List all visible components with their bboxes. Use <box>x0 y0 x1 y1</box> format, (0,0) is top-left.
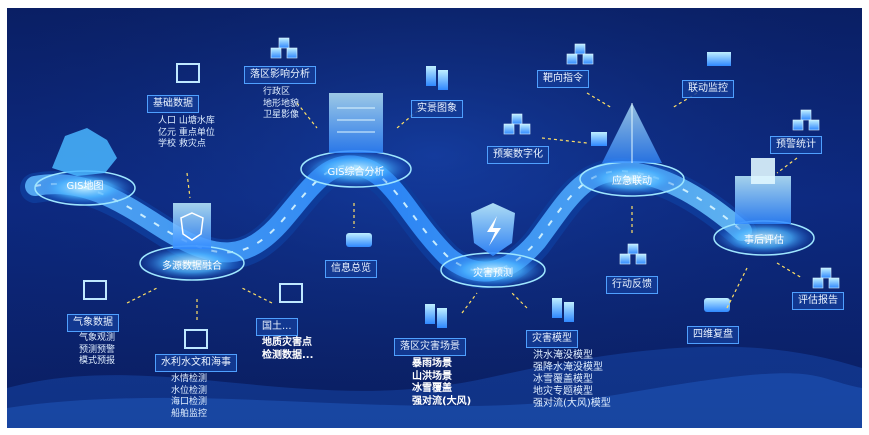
model-title: 灾害模型 <box>526 330 578 348</box>
platform-label-prediction: 灾害预测 <box>473 268 513 279</box>
monitor-icons <box>83 63 303 349</box>
list-item: 强对流(大风)模型 <box>533 398 611 409</box>
linkage-monitor-label: 联动监控 <box>682 80 734 98</box>
list-item: 学校 救灾点 <box>158 139 206 149</box>
target-command-label: 靶向指令 <box>537 70 589 88</box>
replay-4d-label: 四维复盘 <box>687 326 739 344</box>
floor-wave-2 <box>7 373 862 428</box>
server-icon <box>426 66 436 86</box>
hydro-list: 水情检测 水位检测 海口检测 船舶监控 <box>171 374 207 420</box>
diagram-canvas: GIS地图 多源数据融合 GIS综合分析 灾害预测 应急联动 事后评估 基础数据… <box>7 8 862 428</box>
scenario-list: 暴雨场景 山洪场景 冰雪覆盖 强对流(大风) <box>412 358 471 408</box>
china-map-icon <box>52 128 117 176</box>
floor-wave <box>7 346 862 428</box>
evaluation-platform <box>713 158 815 256</box>
list-item: 地形地貌 <box>263 98 300 109</box>
cube-cluster-icon <box>270 37 298 59</box>
monitor-icon <box>176 63 200 83</box>
cube-cluster-icon <box>566 43 594 65</box>
prediction-platform <box>440 203 546 288</box>
list-item: 亿元 重点单位 <box>158 127 215 138</box>
scenario-title: 落区灾害场景 <box>394 338 466 356</box>
cube-cluster-icon <box>812 267 840 289</box>
weather-list: 气象观测 预测预警 模式预报 <box>79 333 115 368</box>
info-overview-label: 信息总览 <box>325 260 377 278</box>
platform-label-gis-analysis: GIS综合分析 <box>327 167 385 178</box>
platform-label-gis-map: GIS地图 <box>66 181 104 192</box>
list-item: 强对流(大风) <box>412 395 472 407</box>
list-item: 山洪场景 <box>412 370 452 382</box>
weather-title: 气象数据 <box>67 314 119 332</box>
list-item: 气象观测 <box>79 333 116 343</box>
list-item: 模式预报 <box>79 356 116 366</box>
list-item: 人口 山塘水库 <box>158 116 215 126</box>
background-graphics <box>7 8 862 428</box>
model-list: 洪水淹没模型 强降水淹没模型 冰雪覆盖模型 地灾专题模型 强对流(大风)模型 <box>533 350 611 410</box>
list-item: 卫星影像 <box>263 110 300 120</box>
list-item: 洪水淹没模型 <box>533 350 593 361</box>
target-device-icon <box>591 132 607 146</box>
platform-label-fusion: 多源数据融合 <box>162 261 222 272</box>
gis-map-platform <box>34 128 136 206</box>
cube-cluster-icon <box>619 243 647 265</box>
land-list: 地质灾害点 检测数据... <box>262 336 313 362</box>
list-item: 冰雪覆盖 <box>412 383 452 394</box>
linkage-platform <box>579 103 685 197</box>
list-item: 暴雨场景 <box>412 358 452 369</box>
list-item: 水位检测 <box>171 385 208 396</box>
list-item: 强降水淹没模型 <box>533 362 603 373</box>
scene-image-label: 实景图象 <box>411 100 463 118</box>
list-item: 船舶监控 <box>171 408 208 419</box>
shield-screen-icon <box>173 203 211 249</box>
server-icon <box>425 304 435 324</box>
server-cube-icon <box>329 93 383 153</box>
warning-stats-label: 预警统计 <box>770 136 822 154</box>
monitor-icon <box>184 329 208 349</box>
console-icon <box>707 52 731 66</box>
eval-report-label: 评估报告 <box>792 292 844 310</box>
list-item: 检测数据... <box>262 350 314 361</box>
server-icon <box>552 298 562 318</box>
land-title: 国土... <box>256 318 298 336</box>
disk-icon <box>704 298 730 312</box>
basic-data-list: 人口 山塘水库 亿元 重点单位 学校 救灾点 <box>158 116 215 151</box>
hydro-title: 水利水文和海事 <box>155 354 237 372</box>
basic-data-title: 基础数据 <box>147 95 199 113</box>
platform-label-evaluation: 事后评估 <box>744 235 784 246</box>
device-icons <box>346 52 731 328</box>
monitor-icon <box>83 280 107 300</box>
fusion-platform <box>139 203 245 281</box>
plan-digital-label: 预案数字化 <box>487 146 549 164</box>
list-item: 水情检测 <box>171 374 208 384</box>
list-item: 海口检测 <box>171 397 208 407</box>
disk-icon <box>346 233 372 247</box>
list-item: 冰雪覆盖模型 <box>533 374 593 385</box>
list-item: 地质灾害点 <box>262 337 312 348</box>
list-item: 地灾专题模型 <box>533 386 593 397</box>
platform-label-linkage: 应急联动 <box>612 176 652 187</box>
cube-cluster-icon <box>792 109 820 131</box>
influence-title: 落区影响分析 <box>244 66 316 84</box>
monitor-icon <box>279 283 303 303</box>
cluster-icons <box>270 37 840 289</box>
connector-lines <box>126 92 803 320</box>
gis-analysis-platform <box>300 93 412 188</box>
action-feedback-label: 行动反馈 <box>606 276 658 294</box>
cube-cluster-icon <box>503 113 531 135</box>
influence-list: 行政区 地形地貌 卫星影像 <box>263 87 299 122</box>
list-item: 行政区 <box>263 87 291 97</box>
list-item: 预测预警 <box>79 344 116 355</box>
